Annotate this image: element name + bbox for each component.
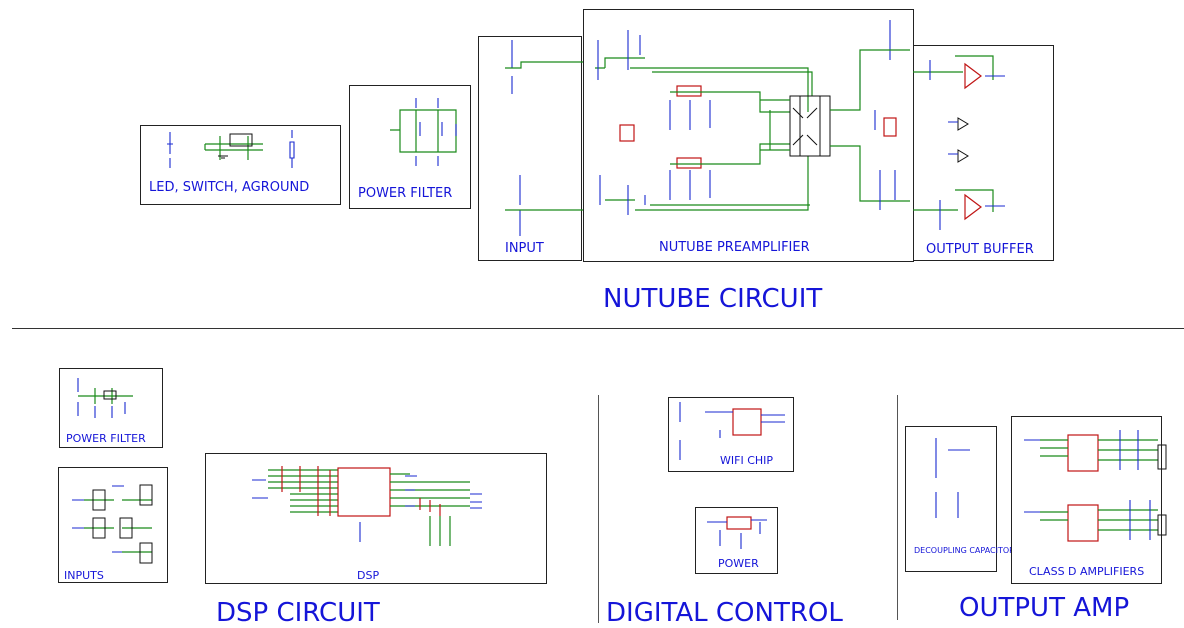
input-block[interactable]: INPUT xyxy=(478,36,582,261)
led-switch-aground-block[interactable]: LED, SWITCH, AGROUND xyxy=(140,125,341,205)
nutube-power-filter-label: POWER FILTER xyxy=(358,186,453,201)
wifi-chip-schematic xyxy=(679,402,785,460)
divider-dsp-digital xyxy=(598,395,599,623)
input-label: INPUT xyxy=(505,241,544,256)
inputs-schematic xyxy=(72,484,153,564)
decoupling-capacitors-label: DECOUPLING CAPACITORS xyxy=(914,546,1020,555)
nutube-preamp-schematic xyxy=(595,20,910,215)
digital-power-label: POWER xyxy=(718,557,759,570)
digital-control-title: DIGITAL CONTROL xyxy=(606,598,843,628)
dsp-power-filter-schematic xyxy=(77,378,133,418)
wifi-chip-label: WIFI CHIP xyxy=(720,454,774,467)
dsp-label: DSP xyxy=(357,569,380,582)
section-divider xyxy=(12,328,1184,329)
output-buffer-label: OUTPUT BUFFER xyxy=(926,242,1034,257)
input-schematic xyxy=(505,40,583,236)
nutube-power-filter-schematic xyxy=(390,98,457,166)
inputs-label: INPUTS xyxy=(64,569,104,582)
class-d-amplifiers-label: CLASS D AMPLIFIERS xyxy=(1029,565,1145,578)
nutube-circuit-title: NUTUBE CIRCUIT xyxy=(603,284,823,314)
decoupling-schematic xyxy=(935,438,970,518)
led-switch-aground-label: LED, SWITCH, AGROUND xyxy=(149,180,310,195)
wifi-chip-block[interactable]: WIFI CHIP xyxy=(668,397,794,472)
output-amp-title: OUTPUT AMP xyxy=(959,593,1130,623)
digital-power-schematic xyxy=(707,516,767,549)
dsp-circuit-title: DSP CIRCUIT xyxy=(216,598,380,628)
nutube-power-filter-block[interactable]: POWER FILTER xyxy=(349,85,471,209)
class-d-schematic xyxy=(1024,430,1167,542)
dsp-power-filter-block[interactable]: POWER FILTER xyxy=(59,368,163,448)
nutube-preamp-label: NUTUBE PREAMPLIFIER xyxy=(659,240,810,255)
nutube-preamp-block[interactable]: NUTUBE PREAMPLIFIER xyxy=(583,9,914,262)
output-buffer-block[interactable]: OUTPUT BUFFER xyxy=(913,45,1054,261)
led-switch-schematic xyxy=(167,130,295,168)
class-d-amplifiers-block[interactable]: CLASS D AMPLIFIERS xyxy=(1011,416,1162,584)
divider-digital-output xyxy=(897,395,898,620)
dsp-power-filter-label: POWER FILTER xyxy=(66,432,146,445)
output-buffer-schematic xyxy=(913,55,1005,230)
dsp-schematic xyxy=(252,466,482,546)
